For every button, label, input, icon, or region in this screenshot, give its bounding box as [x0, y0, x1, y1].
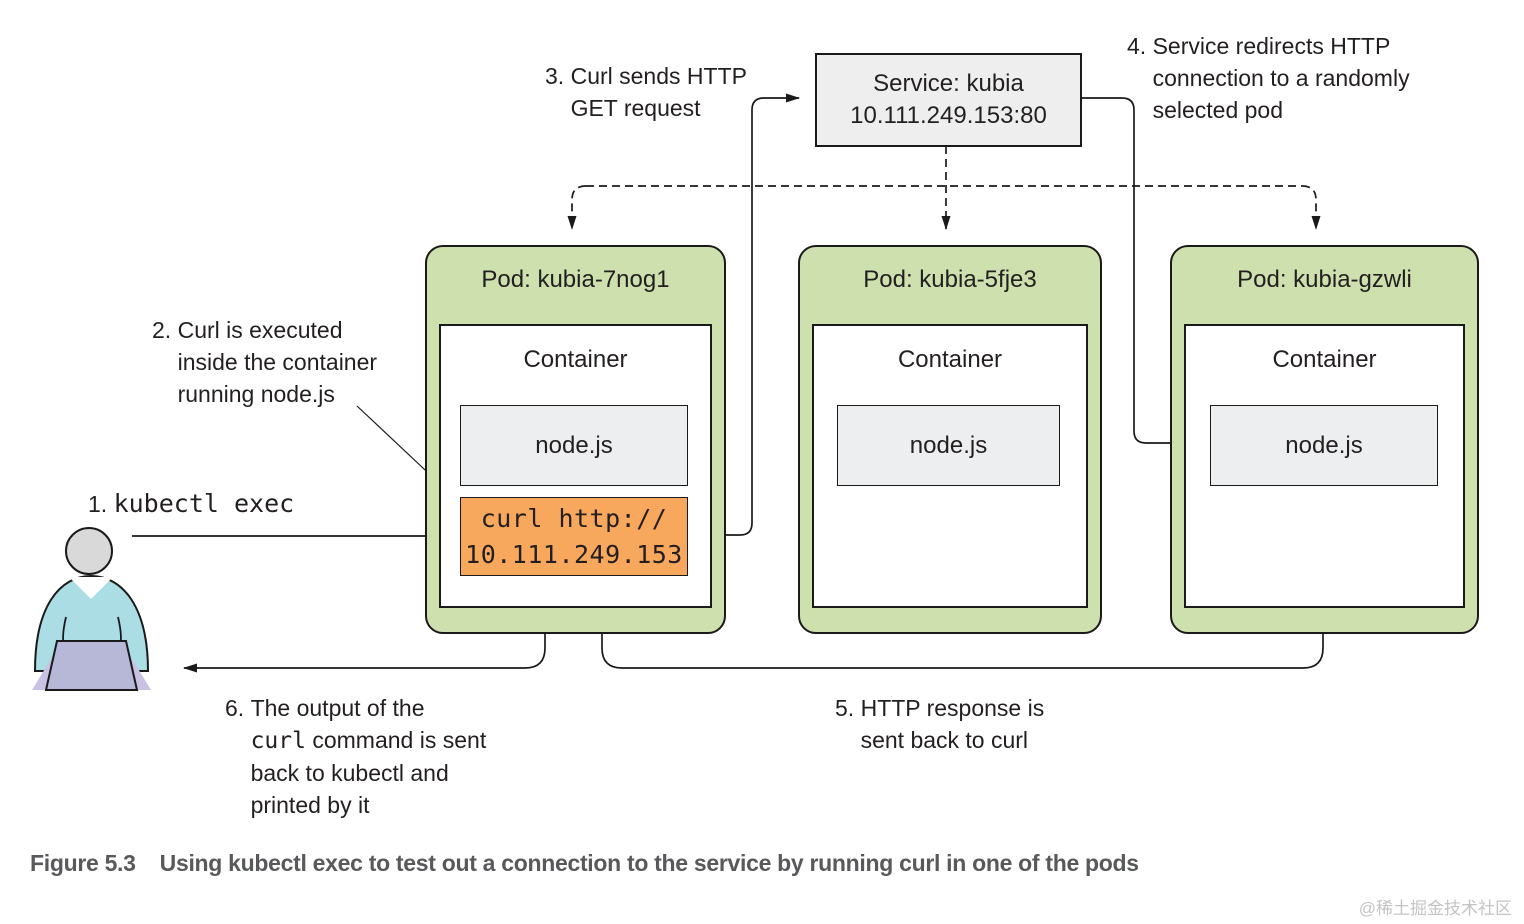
- figure-number: Figure 5.3: [30, 850, 136, 876]
- person-collar: [69, 577, 113, 599]
- container-label: Container: [523, 346, 628, 373]
- nodejs-label: node.js: [909, 431, 988, 459]
- annotation-line: back to kubectl and: [250, 760, 449, 786]
- watermark: @稀土掘金技术社区: [1358, 899, 1512, 918]
- annotation-line: sent back to curl: [860, 727, 1029, 753]
- person-body: [33, 574, 150, 672]
- person-left-arm: [62, 616, 67, 652]
- nodejs-box-pod1: node.js: [460, 405, 688, 486]
- annotation-line: selected pod: [1152, 97, 1284, 123]
- curl-inline-code: curl: [250, 728, 306, 754]
- service-name: Service: kubia: [873, 70, 1024, 97]
- dashed-arrow-service-to-pod1: [567, 185, 587, 230]
- person-head: [65, 527, 113, 575]
- nodejs-box-pod3: node.js: [1210, 405, 1438, 486]
- container-label: Container: [897, 346, 1003, 373]
- figure-caption: Figure 5.3 Using kubectl exec to test out…: [30, 850, 1139, 877]
- annotation-step5: 5. HTTP response is sent back to curl: [835, 692, 1044, 756]
- annotation-step4: 4. Service redirects HTTP connection to …: [1127, 30, 1410, 126]
- service-box: Service: kubia 10.111.249.153:80: [815, 53, 1082, 147]
- annotation-line: HTTP response is: [860, 695, 1045, 721]
- annotation-step1: 1. kubectl exec: [88, 488, 294, 520]
- service-ip-port: 10.111.249.153:80: [850, 102, 1047, 129]
- laptop-shadow: [32, 649, 151, 690]
- annotation-step6: 6. The output of the curl command is sen…: [225, 692, 486, 821]
- user-icon: [32, 527, 151, 691]
- annotation-line: inside the container: [177, 349, 378, 375]
- curl-command-box: curl http:// 10.111.249.153: [460, 497, 688, 576]
- annotation-line: connection to a randomly: [1152, 65, 1410, 91]
- step-number: 4.: [1127, 33, 1153, 59]
- figure-caption-text: Using kubectl exec to test out a connect…: [159, 850, 1139, 876]
- annotation-line: GET request: [570, 95, 701, 121]
- annotation-line: The output of the: [250, 695, 425, 721]
- pod-title: Pod: kubia-5fje3: [863, 266, 1037, 293]
- step-number: 1.: [88, 491, 114, 517]
- annotation-line-rest: command is sent: [305, 727, 487, 753]
- nodejs-label: node.js: [535, 431, 613, 459]
- annotation-step3: 3. Curl sends HTTP GET request: [545, 60, 747, 124]
- annotation-line: printed by it: [250, 792, 370, 818]
- annotation-line: running node.js: [177, 381, 335, 407]
- step-number: 5.: [835, 695, 861, 721]
- nodejs-box-pod2: node.js: [837, 405, 1060, 486]
- kubectl-exec-command: kubectl exec: [113, 489, 295, 518]
- step-number: 2.: [152, 317, 178, 343]
- pod-title: Pod: kubia-gzwli: [1237, 266, 1412, 293]
- pod-title: Pod: kubia-7nog1: [481, 266, 670, 293]
- nodejs-label: node.js: [1285, 431, 1363, 459]
- annotation-step2: 2. Curl is executed inside the container…: [152, 314, 377, 410]
- annotation-line: Service redirects HTTP: [1152, 33, 1391, 59]
- curl-command-line1: curl http://: [480, 503, 668, 533]
- annotation-line: curl command is sent: [251, 724, 487, 757]
- dashed-arrow-service-to-pod3: [1301, 185, 1321, 230]
- step-number: 3.: [545, 63, 571, 89]
- container-label: Container: [1272, 346, 1377, 373]
- step-number: 6.: [225, 695, 251, 721]
- curl-command-line2: 10.111.249.153: [465, 539, 683, 569]
- annotation-line: Curl sends HTTP: [570, 63, 747, 89]
- person-right-arm: [117, 616, 122, 652]
- annotation-line: Curl is executed: [177, 317, 343, 343]
- laptop-icon: [44, 640, 139, 691]
